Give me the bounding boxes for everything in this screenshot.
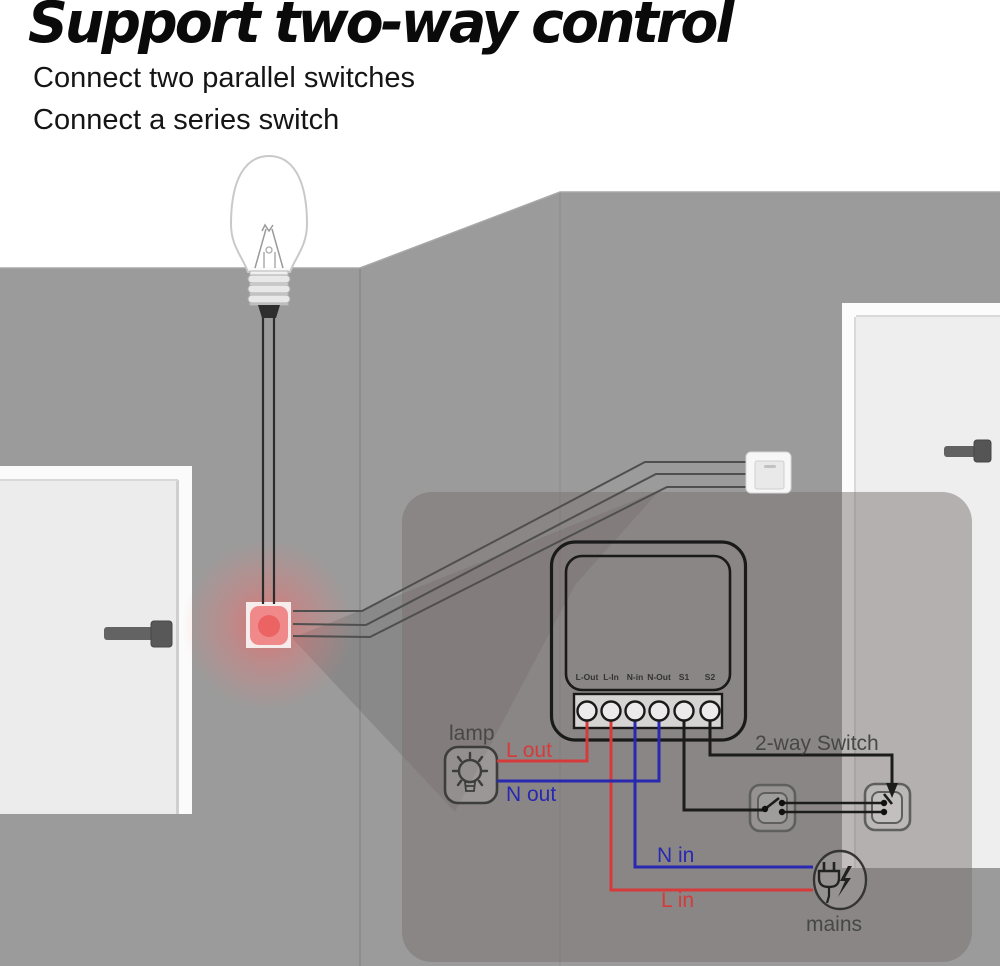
terminal-label-n-out: N-Out: [647, 672, 671, 682]
two-way-switch-label: 2-way Switch: [755, 732, 879, 755]
terminal-s2: [699, 700, 721, 722]
arrow-head: [886, 783, 898, 798]
terminal-label-l-in: L-In: [603, 672, 619, 682]
bulb-filament: [254, 228, 284, 269]
wall-button: [182, 539, 354, 711]
page-title: Support two-way control: [28, 0, 734, 56]
terminal-label-s1: S1: [679, 672, 690, 682]
mains-icon: [812, 849, 868, 911]
terminal-n-in: [624, 700, 646, 722]
plug-cord: [825, 887, 831, 904]
lightning-bolt-icon: [838, 866, 852, 897]
wire-s1: [682, 711, 767, 812]
neutral-wires: [497, 711, 813, 869]
switch-wires: [682, 711, 894, 814]
terminal-n-out: [648, 700, 670, 722]
n-in-label: N in: [657, 844, 694, 867]
in-wall-cables: [292, 461, 748, 639]
smart-module: L-Out L-In N-in N-Out S1 S2: [549, 540, 748, 742]
live-wires: [497, 711, 813, 892]
left-door-handle: [104, 627, 157, 640]
pendant-cord: [261, 314, 276, 604]
wire-n-in: [633, 711, 813, 869]
terminal-l-out: [576, 700, 598, 722]
wire-n-out: [497, 711, 661, 783]
terminal-screws: [576, 700, 721, 722]
l-out-label: L out: [506, 739, 552, 762]
terminal-strip: [572, 692, 724, 730]
wire-l-out: [497, 711, 589, 763]
lamp-label: lamp: [449, 722, 495, 745]
left-door-panel: [0, 480, 178, 814]
traveler-wires: [782, 801, 884, 814]
subtitle-parallel: Connect two parallel switches: [33, 62, 416, 94]
switch-icon-right: [863, 782, 912, 832]
terminal-l-in: [600, 700, 622, 722]
right-door-handle: [944, 446, 978, 457]
terminal-label-n-in: N-in: [627, 672, 644, 682]
l-in-label: L in: [661, 889, 694, 912]
switch-icon-left: [748, 783, 797, 833]
bulb-contact-cap: [258, 305, 280, 318]
right-switch-lever: [882, 793, 894, 805]
contact-dots: [761, 799, 888, 816]
terminal-s1: [673, 700, 695, 722]
subtitle-series: Connect a series switch: [33, 104, 340, 136]
wire-l-in: [609, 711, 813, 892]
terminal-label-s2: S2: [705, 672, 716, 682]
left-door: [0, 466, 192, 814]
light-bulb: [229, 154, 309, 318]
n-out-label: N out: [506, 783, 556, 806]
terminal-label-l-out: L-Out: [576, 672, 599, 682]
plug-prongs: [822, 862, 836, 871]
lamp-icon: [443, 745, 499, 805]
wire-s2: [708, 711, 894, 785]
mains-label: mains: [806, 913, 862, 936]
wall-switch: [745, 451, 792, 494]
